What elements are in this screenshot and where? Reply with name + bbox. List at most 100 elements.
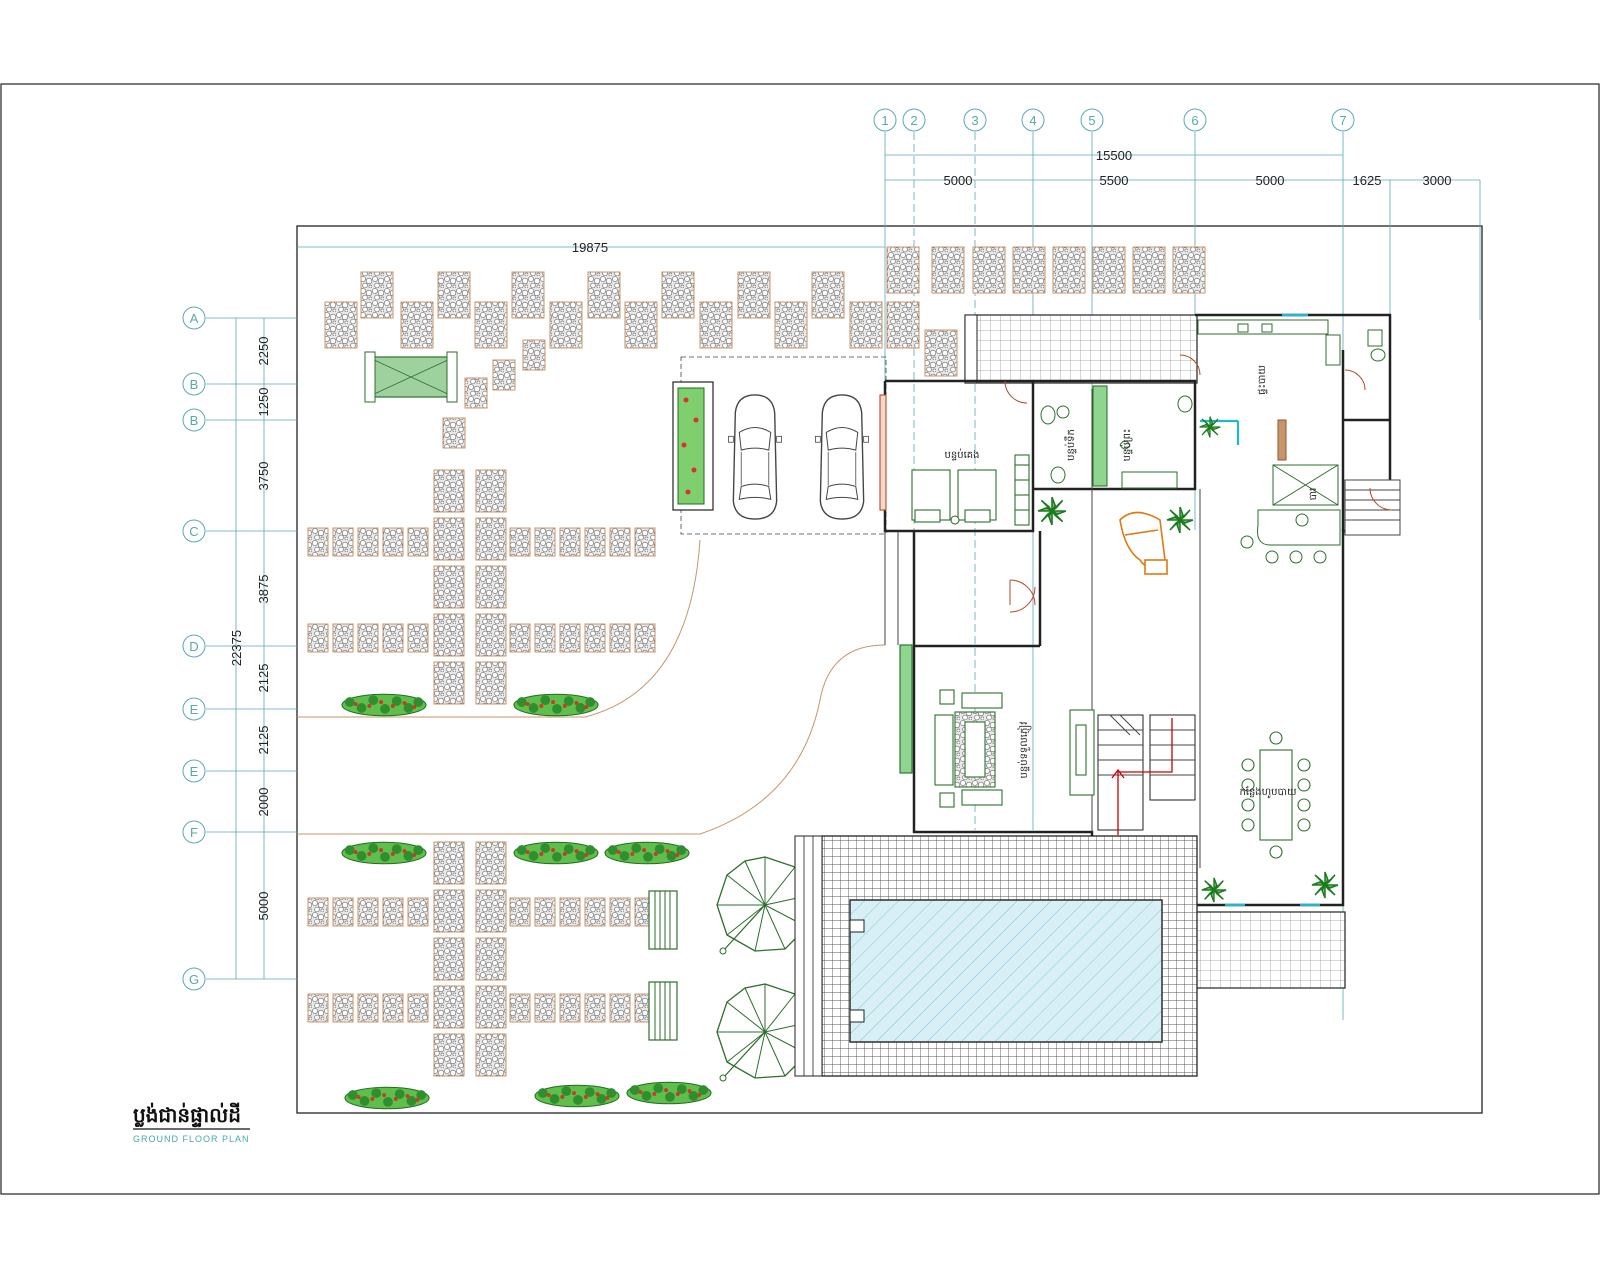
- stepping-stone: [534, 993, 556, 1023]
- stepping-stone: [382, 993, 404, 1023]
- hall-plant-1: [1037, 496, 1067, 526]
- stepping-stone: [609, 623, 631, 653]
- svg-text:G: G: [189, 972, 199, 987]
- svg-text:F: F: [190, 825, 198, 840]
- dining-plant-2: [1311, 871, 1339, 899]
- room-label-toilet: បន្ទប់ទឹក: [1064, 429, 1077, 461]
- hall-plant-2: [1166, 506, 1194, 534]
- left-dimension-lines: [235, 318, 265, 979]
- stepping-stone: [475, 469, 507, 513]
- grid-bubble-row-E: E: [182, 697, 206, 721]
- dim-top-seg-5: 3000: [1423, 173, 1452, 188]
- room-label-prayer: បន្ទប់ព្រះ: [1120, 429, 1133, 462]
- stepping-stone: [407, 993, 429, 1023]
- drawing-title: ប្លង់ជាន់ផ្ទាល់ដី: [133, 1102, 241, 1128]
- kitchen-fixtures: [1197, 319, 1386, 461]
- bar-counter: [1240, 464, 1341, 564]
- stepping-stone: [699, 301, 733, 349]
- pool-ladders: [849, 919, 865, 1023]
- stepping-stone: [464, 377, 488, 409]
- grid-lines-horizontal: [206, 317, 297, 980]
- stepping-stone: [886, 301, 920, 349]
- grid-bubble-col-6: 6: [1183, 108, 1207, 132]
- stepping-stone: [433, 613, 465, 657]
- stepping-stone: [437, 271, 471, 319]
- dim-site-width: 19875: [572, 240, 608, 255]
- stepping-stone: [509, 623, 531, 653]
- dim-left-seg-5: 2125: [256, 664, 271, 693]
- living-room-furniture: [899, 644, 1095, 808]
- drawing-subtitle: GROUND FLOOR PLAN: [133, 1134, 250, 1144]
- stepping-stone: [357, 623, 379, 653]
- stepping-stone: [442, 417, 466, 449]
- top-dimension-lines: [297, 154, 1480, 248]
- svg-text:5: 5: [1088, 113, 1095, 128]
- stepping-stone: [332, 897, 354, 927]
- svg-text:B: B: [190, 413, 199, 428]
- stepping-stone: [433, 565, 465, 609]
- stepping-stone: [433, 889, 465, 933]
- dim-top-seg-1: 5000: [944, 173, 973, 188]
- stepping-stone: [584, 993, 606, 1023]
- car-1: [727, 394, 783, 520]
- site-boundary: [296, 225, 1483, 1114]
- garden-path-upper: [297, 539, 701, 718]
- staircase: [1097, 714, 1196, 835]
- svg-text:E: E: [190, 702, 199, 717]
- stepping-stone: [522, 339, 546, 371]
- stepping-stone: [307, 527, 329, 557]
- svg-text:7: 7: [1339, 113, 1346, 128]
- dining-plant-1: [1201, 877, 1227, 903]
- stepping-stone: [559, 897, 581, 927]
- stepping-stone: [475, 613, 507, 657]
- stepping-stone: [324, 301, 358, 349]
- stepping-stone: [475, 937, 507, 981]
- stepping-stone: [1052, 246, 1086, 294]
- grid-bubble-row-E2: E: [182, 759, 206, 783]
- dim-top-seg-2: 5500: [1100, 173, 1129, 188]
- stepping-stone: [360, 271, 394, 319]
- stepping-stone: [1012, 246, 1046, 294]
- stepping-stone: [332, 993, 354, 1023]
- garden-path-lower: [297, 644, 886, 835]
- stepping-stone: [474, 301, 508, 349]
- stepping-stone: [609, 993, 631, 1023]
- dim-top-seg-4: 1625: [1353, 173, 1382, 188]
- swimming-pool: [849, 899, 1163, 1043]
- grid-bubble-row-G: G: [182, 967, 206, 991]
- grid-bubble-row-B2: B: [182, 408, 206, 432]
- svg-text:3: 3: [971, 113, 978, 128]
- stepping-stone: [433, 1033, 465, 1077]
- grid-bubble-col-2: 2: [902, 108, 926, 132]
- entrance-paving: [964, 314, 1198, 384]
- grid-bubble-row-D: D: [182, 634, 206, 658]
- pool-deck-steps: [794, 835, 823, 1077]
- stepping-stone: [407, 527, 429, 557]
- dim-left-seg-8: 5000: [256, 892, 271, 921]
- stepping-stone: [307, 993, 329, 1023]
- dining-table: [1241, 731, 1311, 859]
- stepping-stone: [492, 359, 516, 391]
- stepping-stone: [307, 623, 329, 653]
- stepping-stone: [1132, 246, 1166, 294]
- stepping-stone: [475, 841, 507, 885]
- grid-bubble-row-F: F: [182, 820, 206, 844]
- stepping-stone: [1172, 246, 1206, 294]
- grid-bubble-row-B: B: [182, 372, 206, 396]
- doors: [1004, 354, 1393, 613]
- stepping-stone: [433, 937, 465, 981]
- grid-row-bubbles: A B B C D E E F G: [182, 306, 206, 991]
- svg-text:6: 6: [1191, 113, 1198, 128]
- svg-text:2: 2: [910, 113, 917, 128]
- room-label-bedroom: បន្ទប់គេង: [945, 448, 980, 461]
- stepping-stone: [357, 897, 379, 927]
- grid-bubble-row-A: A: [182, 306, 206, 330]
- stepping-stone: [433, 517, 465, 561]
- garden-bench-1: [648, 890, 678, 950]
- stepping-stone: [407, 897, 429, 927]
- kitchen-plant: [1198, 416, 1222, 438]
- stepping-stone: [475, 985, 507, 1029]
- dim-left-seg-6: 2125: [256, 726, 271, 755]
- dim-top-overall: 15500: [1096, 148, 1132, 163]
- stepping-stone: [534, 527, 556, 557]
